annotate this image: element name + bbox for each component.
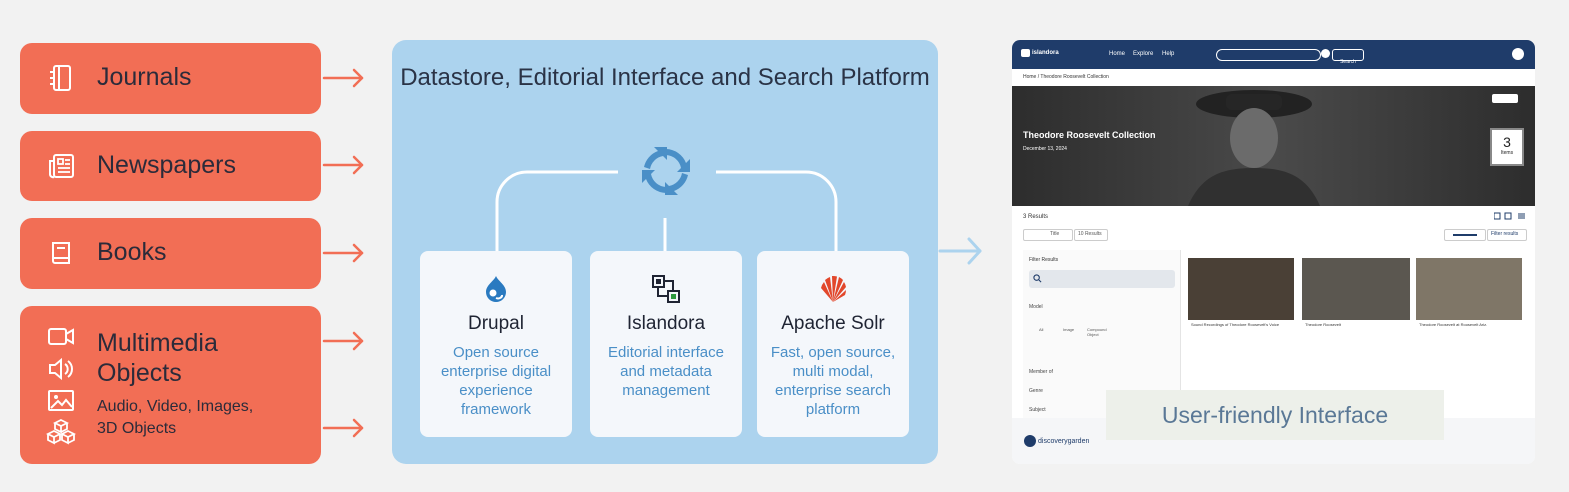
component-card-islandora: Islandora Editorial interface and metada… bbox=[590, 251, 742, 437]
platform-panel: Datastore, Editorial Interface and Searc… bbox=[392, 40, 938, 464]
component-name-drupal: Drupal bbox=[468, 313, 524, 334]
mock-filter-search-icon bbox=[1033, 274, 1042, 283]
mock-model-image[interactable]: Image bbox=[1063, 327, 1075, 332]
mock-footer-logo: discoverygarden bbox=[1038, 438, 1090, 445]
component-name-islandora: Islandora bbox=[626, 313, 706, 334]
mock-facet-member-of[interactable]: Member of bbox=[1029, 369, 1053, 375]
mock-search-input[interactable] bbox=[1216, 49, 1321, 61]
mock-nav-home[interactable]: Home bbox=[1109, 51, 1126, 57]
source-label-books: Books bbox=[97, 238, 167, 266]
source-label-multimedia: Multimedia Objects bbox=[97, 329, 218, 387]
source-label-newspapers: Newspapers bbox=[97, 151, 236, 179]
output-arrow bbox=[938, 237, 982, 265]
mock-model-label: Model bbox=[1029, 304, 1043, 310]
mock-edit-button[interactable]: Edit bbox=[1492, 94, 1518, 109]
mock-result-card[interactable]: Sound Recordings of Theodore Roosevelt's… bbox=[1188, 258, 1294, 332]
platform-title: Datastore, Editorial Interface and Searc… bbox=[400, 64, 930, 91]
book-icon bbox=[52, 242, 70, 264]
logo-icon bbox=[1021, 49, 1030, 57]
video-icon bbox=[48, 328, 74, 345]
mock-nav-explore[interactable]: Explore bbox=[1133, 51, 1154, 57]
mock-breadcrumb: Home / Theodore Roosevelt Collection bbox=[1023, 74, 1109, 80]
mock-sort-select[interactable]: Title bbox=[1023, 229, 1073, 241]
mock-filter-button[interactable]: Filter results bbox=[1487, 229, 1527, 241]
mock-filter-search[interactable] bbox=[1029, 270, 1175, 288]
mock-model-all[interactable]: All bbox=[1039, 327, 1044, 332]
connector-lines bbox=[495, 170, 838, 251]
component-name-solr: Apache Solr bbox=[781, 313, 885, 334]
source-card-newspapers: Newspapers bbox=[20, 131, 321, 201]
arrow-books bbox=[322, 243, 364, 263]
drupal-icon bbox=[486, 276, 506, 302]
mock-facet-subject[interactable]: Subject bbox=[1029, 407, 1046, 413]
source-card-books: Books bbox=[20, 218, 321, 289]
mock-date: December 13, 2024 bbox=[1023, 146, 1067, 152]
component-desc-islandora: Editorial interface and metadata managem… bbox=[608, 344, 724, 399]
arrow-multimedia-2 bbox=[322, 418, 364, 438]
audio-icon bbox=[49, 357, 73, 381]
mock-logo: islandora bbox=[1032, 50, 1059, 56]
3d-cubes-icon bbox=[46, 418, 76, 445]
component-desc-drupal: Open source enterprise digital experienc… bbox=[440, 344, 552, 418]
component-card-drupal: Drupal Open source enterprise digital ex… bbox=[420, 251, 572, 437]
component-card-solr: Apache Solr Fast, open source, multi mod… bbox=[757, 251, 909, 437]
source-card-journals: Journals bbox=[20, 43, 321, 114]
sync-icon bbox=[642, 147, 690, 195]
arrow-journals bbox=[322, 68, 364, 88]
arrow-multimedia-1 bbox=[322, 331, 364, 351]
mock-result-card[interactable]: Theodore Roosevelt at Roosevelt Ariz. bbox=[1416, 258, 1522, 332]
mock-per-page-select[interactable]: 10 Results bbox=[1074, 229, 1108, 241]
mock-facet-genre[interactable]: Genre bbox=[1029, 388, 1043, 394]
mock-search-button[interactable]: Search bbox=[1332, 49, 1364, 65]
mock-header: islandora Home Explore Help Search bbox=[1012, 40, 1535, 69]
source-arrows bbox=[322, 68, 364, 438]
mock-filter-heading: Filter Results bbox=[1029, 257, 1059, 263]
image-icon bbox=[48, 390, 74, 411]
newspaper-icon bbox=[49, 154, 74, 179]
arrow-newspapers bbox=[322, 155, 364, 175]
mock-search-icon[interactable] bbox=[1321, 49, 1330, 58]
islandora-icon bbox=[652, 275, 680, 303]
mock-results-count: 3 Results bbox=[1023, 214, 1049, 220]
discoverygarden-logo-icon bbox=[1024, 435, 1036, 447]
mock-hero: Edit Theodore Roosevelt Collection Decem… bbox=[1012, 86, 1535, 206]
user-friendly-banner: User-friendly Interface bbox=[1106, 390, 1444, 440]
hero-photo bbox=[1012, 86, 1535, 206]
mock-nav-help[interactable]: Help bbox=[1162, 51, 1175, 57]
journal-icon bbox=[50, 65, 71, 91]
mock-zoom-slider[interactable] bbox=[1444, 229, 1486, 241]
mock-result-card[interactable]: Theodore Roosevelt bbox=[1302, 258, 1410, 332]
mock-collection-title: Theodore Roosevelt Collection bbox=[1023, 130, 1156, 140]
mock-view-toggle-icon[interactable] bbox=[1494, 212, 1526, 220]
mock-items-badge: 3 Items bbox=[1490, 128, 1524, 166]
source-label-journals: Journals bbox=[97, 63, 192, 91]
mock-model-compound[interactable]: Compound Object bbox=[1087, 327, 1107, 337]
component-desc-solr: Fast, open source, multi modal, enterpri… bbox=[770, 344, 896, 418]
source-card-multimedia: Multimedia Objects Audio, Video, Images,… bbox=[20, 306, 321, 464]
mock-avatar[interactable] bbox=[1512, 48, 1524, 60]
source-sublabel-multimedia: Audio, Video, Images, 3D Objects bbox=[97, 398, 254, 437]
solr-icon bbox=[821, 275, 846, 302]
